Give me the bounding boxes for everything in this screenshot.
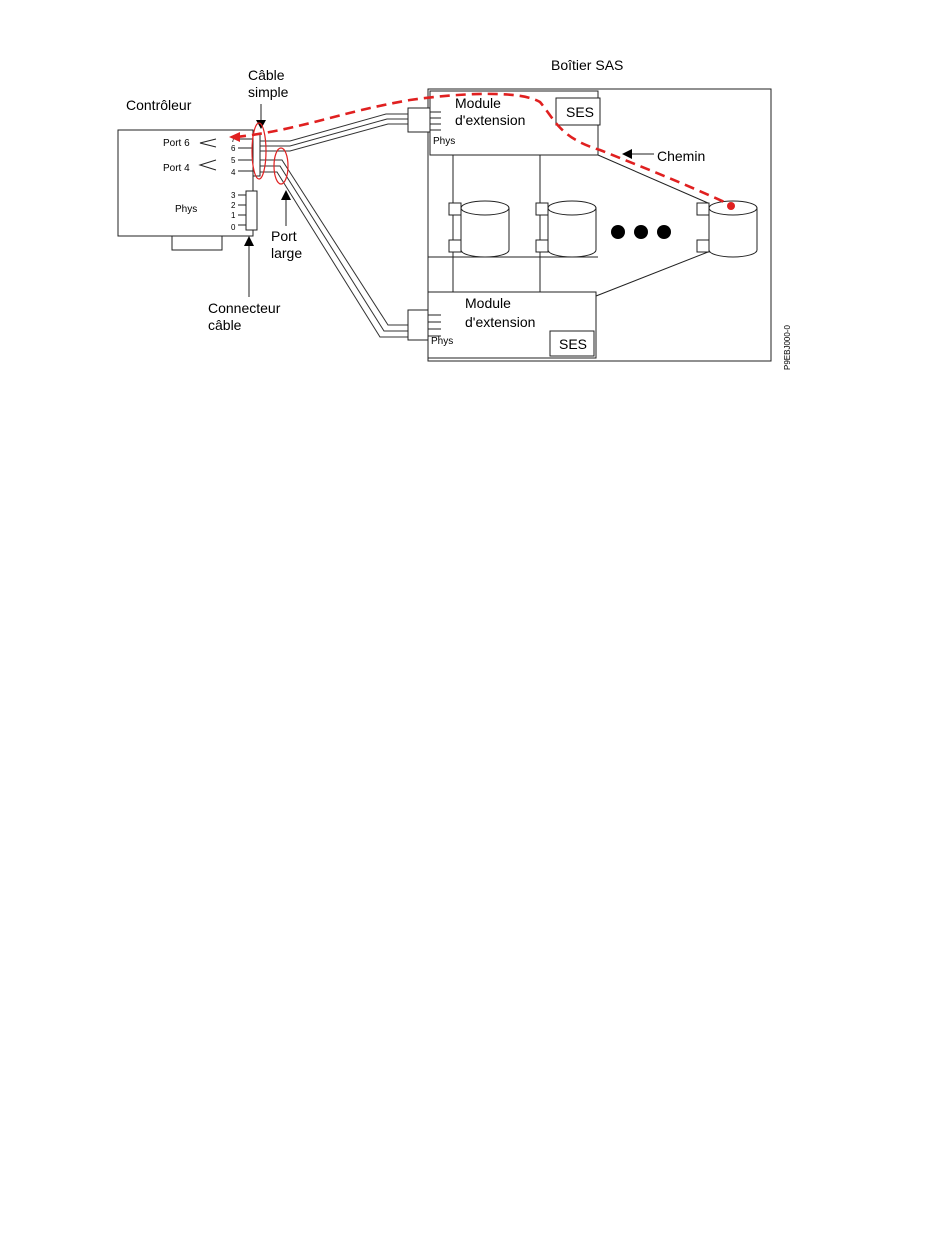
highlighted-path-head-disk <box>727 202 735 210</box>
expander-top-phys-label: Phys <box>433 136 455 147</box>
controller-phys-connector <box>246 191 257 230</box>
expander-top-connector <box>408 108 430 132</box>
upper-cable <box>260 114 408 151</box>
phy-0-number: 0 <box>231 223 236 232</box>
expander-bottom-label-line1: Module <box>465 295 511 311</box>
port4-label: Port 4 <box>163 163 190 174</box>
ses-bottom-label: SES <box>559 336 587 352</box>
ses-top-label: SES <box>566 104 594 120</box>
single-cable-label-line2: simple <box>248 84 289 100</box>
port6-label: Port 6 <box>163 138 190 149</box>
phy-5-number: 5 <box>231 156 236 165</box>
wide-port-label-line1: Port <box>271 228 297 244</box>
single-cable-label-line1: Câble <box>248 67 285 83</box>
expander-top-label-line1: Module <box>455 95 501 111</box>
phy-1-number: 1 <box>231 211 236 220</box>
enclosure-title: Boîtier SAS <box>551 57 623 73</box>
figure-id: P9EBJ000-0 <box>783 325 792 370</box>
controller-card-tab <box>172 236 222 250</box>
connector-arrow-head <box>244 236 254 246</box>
more-disks-dot-1 <box>611 225 625 239</box>
phy-4-number: 4 <box>231 168 236 177</box>
connector-label-line1: Connecteur <box>208 300 281 316</box>
phy-6-number: 6 <box>231 144 236 153</box>
expander-bottom-connector <box>408 310 428 340</box>
phy-2-number: 2 <box>231 201 236 210</box>
wide-port-label-line2: large <box>271 245 302 261</box>
controller-phys-label: Phys <box>175 204 197 215</box>
more-disks-dot-2 <box>634 225 648 239</box>
connector-label-line2: câble <box>208 317 242 333</box>
more-disks-dot-3 <box>657 225 671 239</box>
expander-bottom-phys-label: Phys <box>431 336 453 347</box>
expander-bottom-label-line2: d'extension <box>465 314 535 330</box>
controller-title: Contrôleur <box>126 97 192 113</box>
path-label: Chemin <box>657 148 705 164</box>
phy-3-number: 3 <box>231 191 236 200</box>
expander-top-label-line2: d'extension <box>455 112 525 128</box>
